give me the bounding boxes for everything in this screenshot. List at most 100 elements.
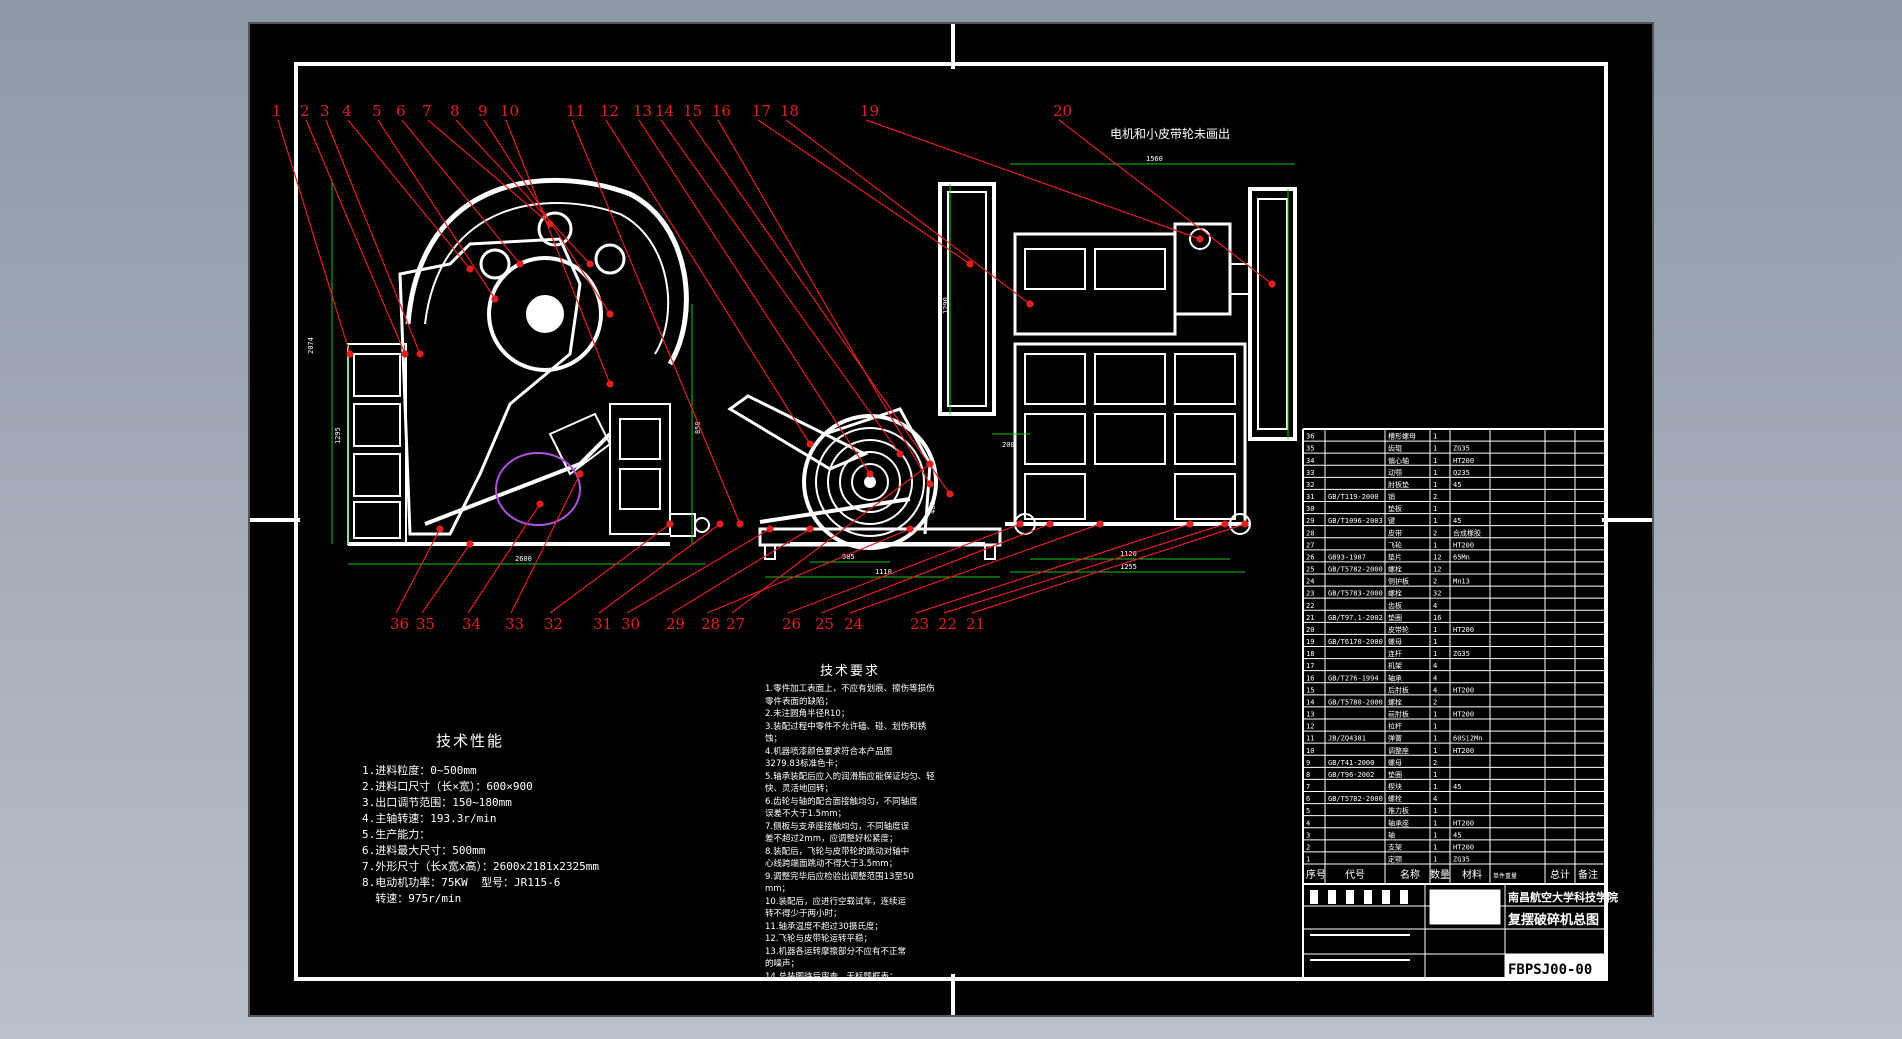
- leader-dot-13: [866, 470, 874, 478]
- bom-cell: GB/T97.1-2002: [1328, 614, 1383, 622]
- leader-29: [671, 528, 811, 614]
- front-view: [347, 178, 710, 546]
- bom-cell: 1: [1433, 433, 1437, 441]
- dim-front-h: 1295: [334, 427, 342, 444]
- performance-line: 3.出口调节范围：150~180mm: [362, 796, 512, 809]
- callout-8: 8: [450, 102, 460, 120]
- leader-dot-24: [1096, 520, 1104, 528]
- bom-cell: 36: [1306, 433, 1314, 441]
- bom-cell: 偏心轴: [1388, 456, 1409, 465]
- leader-dot-10: [606, 380, 614, 388]
- leader-dot-21: [1241, 520, 1249, 528]
- leader-13: [638, 119, 871, 475]
- bom-cell: 螺栓: [1388, 589, 1402, 598]
- bom-cell: 21: [1306, 614, 1314, 622]
- bom-cell: 4: [1433, 795, 1437, 803]
- bom-cell: 34: [1306, 457, 1314, 465]
- leader-14: [660, 119, 901, 455]
- requirement-line: 10.装配后，应进行空载试车，连续运: [765, 896, 907, 907]
- leader-dot-31: [716, 520, 724, 528]
- bom-cell: 轴承座: [1388, 818, 1409, 827]
- dim-base-w1: 2600: [515, 555, 532, 563]
- tech-performance-title: 技术性能: [436, 732, 505, 750]
- leader-dot-5: [491, 295, 499, 303]
- requirement-line: 5.轴承装配后应入的润滑脂应能保证均匀、轻快、灵活地回转；: [765, 771, 935, 795]
- bom-cell: HT200: [1453, 457, 1474, 465]
- bom-cell: 调整座: [1388, 746, 1409, 755]
- bom-cell: 1: [1433, 771, 1437, 779]
- bom-cell: 12: [1433, 566, 1441, 574]
- bom-header-cell: 名称: [1400, 868, 1420, 881]
- requirement-line: mm；: [765, 884, 791, 894]
- leader-36: [395, 528, 441, 614]
- callout-32: 32: [544, 615, 563, 633]
- tech-requirements-title: 技术要求: [819, 664, 880, 679]
- requirement-line: 心线跨端面跳动不得大于3.5mm；: [765, 859, 898, 869]
- bom-cell: 1: [1433, 831, 1437, 839]
- leader-dot-26: [1016, 520, 1024, 528]
- bom-cell: 支架: [1388, 842, 1402, 851]
- leader-5: [377, 119, 496, 300]
- leader-9: [483, 119, 611, 315]
- bom-cell: 齿辊: [1388, 444, 1402, 453]
- requirement-line: 2.未注圆角半径R10；: [765, 709, 850, 719]
- requirement-line: 11.轴承温度不超过30摄氏度；: [765, 921, 883, 932]
- bom-cell: 1: [1433, 638, 1437, 646]
- bom-header-cell: 序号: [1306, 868, 1326, 881]
- dim-right-bot2: 1255: [1120, 563, 1137, 571]
- bom-cell: 齿板: [1388, 601, 1402, 610]
- callout-33: 33: [505, 615, 524, 633]
- motor-note: 电机和小皮带轮未画出: [1110, 127, 1230, 141]
- performance-line: 转速：975r/min: [362, 892, 462, 905]
- bom-cell: 4: [1306, 819, 1310, 827]
- leader-dot-6: [516, 260, 524, 268]
- leader-dot-9: [606, 310, 614, 318]
- bom-cell: HT200: [1453, 541, 1474, 549]
- callout-28: 28: [701, 615, 720, 633]
- bom-cell: HT200: [1453, 626, 1474, 634]
- leader-33: [510, 473, 581, 614]
- callout-19: 19: [860, 102, 879, 120]
- bom-cell: GB/T276-1994: [1328, 674, 1379, 682]
- callout-9: 9: [478, 102, 488, 120]
- bom-cell: 推力板: [1388, 806, 1409, 815]
- requirement-line: 6.齿轮与轴的配合面接触均匀，不同轴度: [765, 796, 918, 807]
- bom-cell: 垫圈: [1388, 770, 1402, 779]
- bom-cell: 11: [1306, 735, 1314, 743]
- bom-header-cell: 总计: [1550, 868, 1570, 881]
- tech-requirements: 技术要求 1.零件加工表面上，不应有划痕、擦伤等损伤零件表面的缺陷；2.未注圆角…: [765, 660, 935, 983]
- bom-cell: 垫板: [1388, 504, 1402, 513]
- leader-dot-30: [766, 525, 774, 533]
- requirement-line: 3.装配过程中零件不允许磕、碰、划伤和锈蚀；: [765, 721, 927, 745]
- bom-cell: 螺栓: [1388, 794, 1402, 803]
- callout-16: 16: [712, 102, 731, 120]
- bom-cell: 7: [1306, 783, 1310, 791]
- bom-cell: 1: [1433, 650, 1437, 658]
- bom-cell: 2: [1433, 493, 1437, 501]
- bom-cell: 1: [1433, 735, 1437, 743]
- bom-cell: 20: [1306, 626, 1314, 634]
- bom-cell: 18: [1306, 650, 1314, 658]
- requirement-line: 3279.83标准色卡；: [765, 759, 843, 769]
- bom-cell: 14: [1306, 698, 1314, 706]
- bom-cell: GB/T5782-2000: [1328, 795, 1383, 803]
- leader-dot-36: [436, 525, 444, 533]
- bom-cell: 2: [1433, 578, 1437, 586]
- bom-cell: GB/T5782-2000: [1328, 566, 1383, 574]
- callout-1: 1: [272, 102, 282, 120]
- callout-34: 34: [462, 615, 481, 633]
- leader-dot-2: [401, 350, 409, 358]
- bom-cell: GB/T5780-2000: [1328, 698, 1383, 706]
- leader-dot-15: [946, 490, 954, 498]
- bom-cell: 1: [1433, 457, 1437, 465]
- bom-cell: 13: [1306, 711, 1314, 719]
- leader-7: [427, 119, 551, 225]
- bom-cell: 皮带轮: [1388, 625, 1409, 634]
- requirement-line: 12.飞轮与皮带轮运转平稳；: [765, 934, 873, 944]
- leader-2: [305, 119, 406, 355]
- bom-cell: 键: [1388, 516, 1395, 525]
- pulley-view: [727, 394, 1002, 560]
- callout-12: 12: [600, 102, 619, 120]
